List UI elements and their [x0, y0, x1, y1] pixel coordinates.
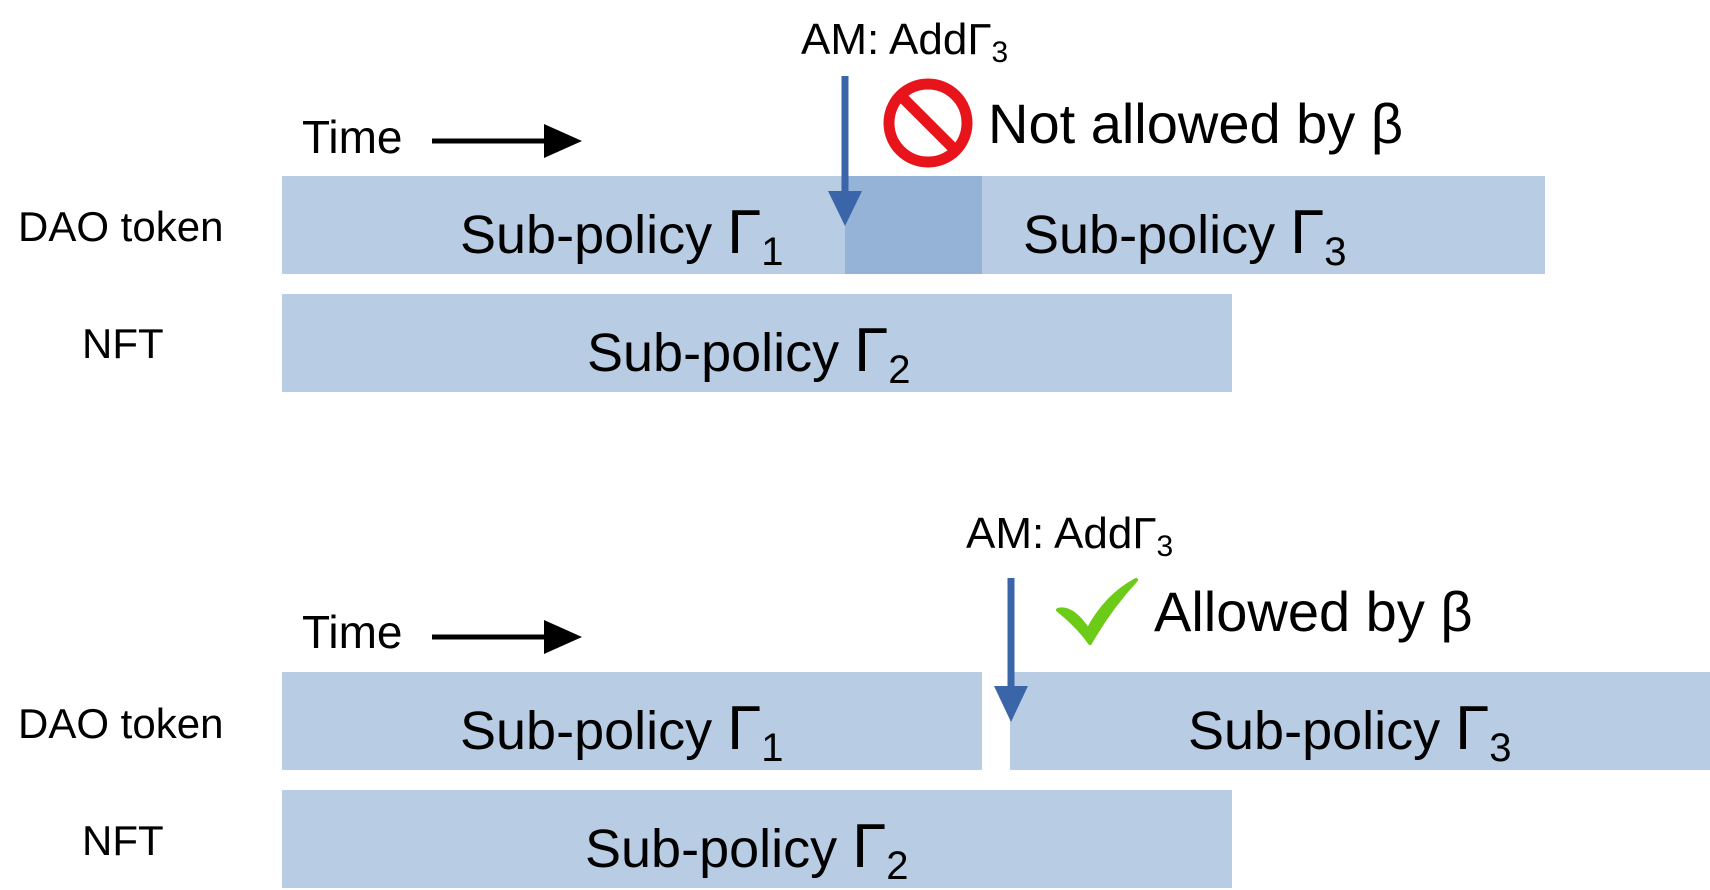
bar-label-g3: Sub-policy Γ3: [1023, 202, 1347, 274]
bar-label-text: Sub-policy: [1023, 205, 1291, 265]
gamma-sub: 3: [1489, 726, 1512, 770]
bar-sub-policy-g1: [282, 672, 982, 770]
bar-label-text: Sub-policy: [1188, 701, 1456, 761]
row-label-dao-token: DAO token: [18, 203, 224, 250]
am-down-arrow-icon: [994, 578, 1028, 722]
bar-overlap: [845, 176, 982, 274]
gamma-sub: 3: [1324, 230, 1347, 274]
am-add-label: AM: AddΓ3: [801, 18, 1008, 68]
gamma-sub: 2: [886, 844, 909, 888]
am-sub: 3: [1156, 530, 1174, 563]
row-label-nft: NFT: [82, 320, 164, 367]
am-add-label: AM: AddΓ3: [966, 512, 1173, 562]
bar-label-g2: Sub-policy Γ2: [585, 816, 909, 888]
am-sub: 3: [991, 36, 1009, 69]
gamma-symbol: Γ: [1455, 694, 1490, 763]
gamma-symbol: Γ: [1290, 198, 1325, 267]
time-arrow-icon: [432, 620, 582, 654]
bar-label-g1: Sub-policy Γ1: [460, 202, 784, 274]
bar-sub-policy-g2: [282, 294, 1232, 392]
bar-sub-policy-g1: [282, 176, 845, 274]
gamma-sub: 1: [761, 726, 784, 770]
row-label-nft: NFT: [82, 817, 164, 864]
gamma-symbol: Γ: [727, 198, 762, 267]
time-label: Time: [302, 111, 403, 163]
bar-sub-policy-g2: [282, 790, 1232, 888]
am-gamma: Γ: [1132, 509, 1157, 558]
am-down-arrow-icon: [828, 76, 862, 226]
checkmark-icon: [1056, 578, 1138, 645]
bar-label-g2: Sub-policy Γ2: [587, 320, 911, 392]
bar-label-text: Sub-policy: [587, 323, 855, 383]
am-text: AM: Add: [801, 15, 968, 64]
bar-sub-policy-g3: [982, 176, 1545, 274]
bar-label-text: Sub-policy: [460, 205, 728, 265]
status-label: Not allowed by β: [988, 92, 1404, 155]
gamma-symbol: Γ: [727, 694, 762, 763]
bar-label-text: Sub-policy: [585, 819, 853, 879]
am-text: AM: Add: [966, 509, 1133, 558]
time-label: Time: [302, 606, 403, 658]
gamma-sub: 1: [761, 230, 784, 274]
bar-sub-policy-g3: [1010, 672, 1710, 770]
bar-label-text: Sub-policy: [460, 701, 728, 761]
gamma-symbol: Γ: [852, 812, 887, 881]
gamma-sub: 2: [888, 348, 911, 392]
bar-label-g1: Sub-policy Γ1: [460, 698, 784, 770]
bar-label-g3: Sub-policy Γ3: [1188, 698, 1512, 770]
prohibited-icon: [883, 78, 973, 168]
gamma-symbol: Γ: [854, 316, 889, 385]
am-gamma: Γ: [967, 15, 992, 64]
row-label-dao-token: DAO token: [18, 700, 224, 747]
time-arrow-icon: [432, 124, 582, 158]
status-label: Allowed by β: [1154, 580, 1473, 643]
